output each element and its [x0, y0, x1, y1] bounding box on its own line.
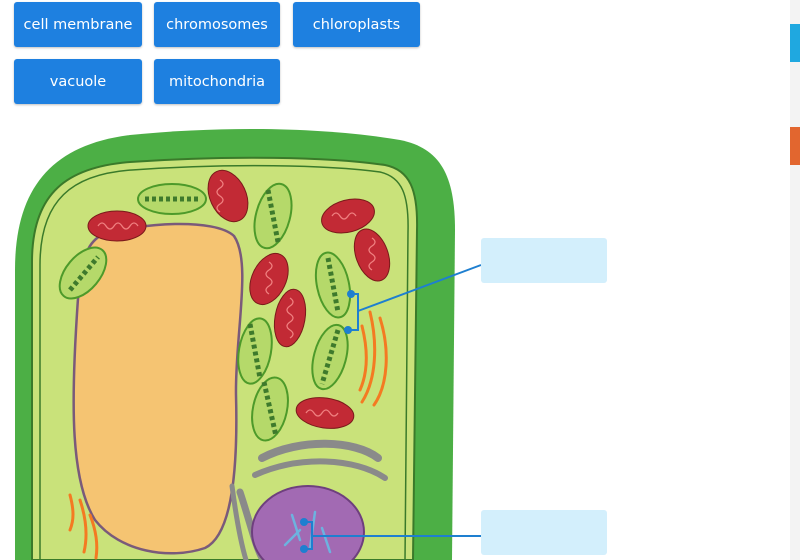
- chip-chromosomes[interactable]: chromosomes: [154, 2, 280, 47]
- nucleus: [251, 485, 365, 560]
- chloroplast: [237, 317, 273, 385]
- chip-cell-membrane[interactable]: cell membrane: [14, 2, 142, 47]
- chip-vacuole[interactable]: vacuole: [14, 59, 142, 104]
- mitochondrion: [353, 228, 391, 282]
- mitochondrion: [249, 252, 289, 306]
- chloroplast: [253, 182, 293, 250]
- chip-mitochondria[interactable]: mitochondria: [154, 59, 280, 104]
- side-tab-blue[interactable]: [790, 24, 800, 62]
- side-tab-orange[interactable]: [790, 127, 800, 165]
- mitochondria-group: [87, 169, 391, 429]
- mitochondrion: [87, 210, 147, 242]
- chip-chloroplasts[interactable]: chloroplasts: [293, 2, 420, 47]
- chloroplast: [314, 251, 352, 319]
- endoplasmic-reticulum: [68, 310, 388, 560]
- mitochondrion: [273, 288, 307, 348]
- chloroplast: [251, 376, 289, 442]
- chloroplasts-group: [58, 182, 352, 442]
- side-panel-edge: [790, 0, 800, 560]
- vacuole: [72, 222, 244, 555]
- drop-zone-1[interactable]: [481, 238, 607, 283]
- mitochondrion: [207, 169, 249, 223]
- mitochondrion: [295, 397, 355, 429]
- drop-zone-2[interactable]: [481, 510, 607, 555]
- chloroplast: [137, 183, 207, 215]
- cell-membrane: [39, 164, 409, 560]
